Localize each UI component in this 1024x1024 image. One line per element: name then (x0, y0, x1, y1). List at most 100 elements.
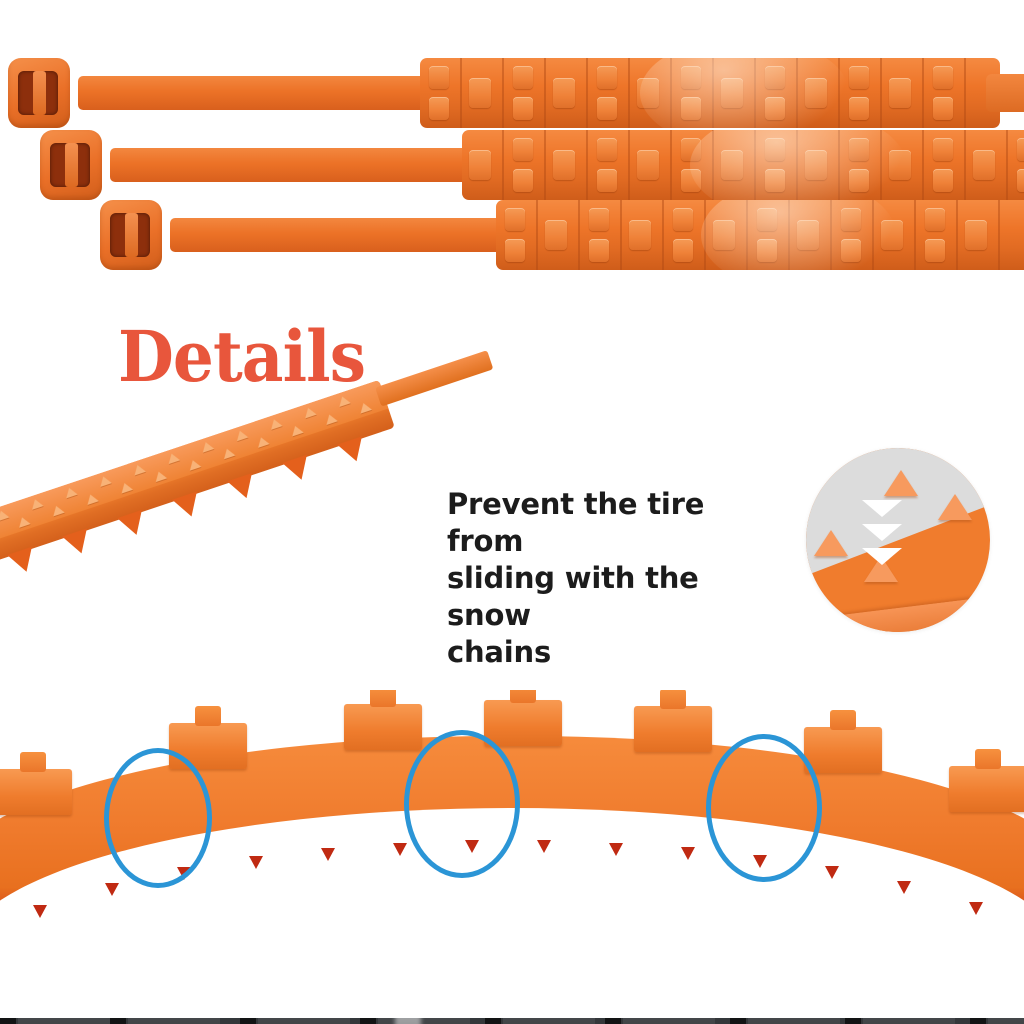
tread-seam (712, 58, 714, 128)
chain-tab (804, 710, 882, 774)
tread-pad (597, 66, 617, 89)
tread-pad (513, 66, 533, 89)
grip-tooth-icon (609, 842, 623, 856)
tread-pad (765, 138, 785, 161)
tread-pad (849, 66, 869, 89)
tread-pad (933, 169, 953, 192)
grip-tooth-icon (105, 882, 119, 896)
chain-tab-nub (510, 690, 536, 703)
caption-line: Prevent the tire from (447, 487, 705, 558)
tread-pad (1017, 138, 1024, 161)
stud-closeup-badge (806, 448, 990, 632)
tread-pad (597, 169, 617, 192)
tread-pad (637, 150, 659, 180)
buckle-bar (65, 143, 78, 187)
tread-seam (628, 58, 630, 128)
tread-pad (505, 208, 525, 231)
stud-cone-icon (938, 494, 972, 520)
tread-pad (849, 169, 869, 192)
caption-text: Prevent the tire from sliding with the s… (447, 486, 777, 671)
tread-seam (586, 58, 588, 128)
strap-tread-section (420, 58, 1000, 128)
chain-tab (344, 690, 422, 751)
tread-seam (1006, 130, 1008, 200)
snow-chain-strap (40, 130, 1024, 200)
tread-seam (922, 130, 924, 200)
details-heading: Details (118, 315, 366, 398)
tread-pad (765, 169, 785, 192)
chevron-down-icon (862, 548, 902, 565)
grip-teeth-highlight (104, 748, 212, 888)
strap-buckle (8, 58, 70, 128)
tread-seam (796, 130, 798, 200)
tread-seam (670, 130, 672, 200)
tread-pad (553, 78, 575, 108)
chain-tab (0, 752, 72, 816)
grip-teeth-highlight (706, 734, 822, 882)
tread-seam (914, 200, 916, 270)
tread-pad (637, 78, 659, 108)
tread-seam (754, 130, 756, 200)
grip-tooth-icon (249, 855, 263, 869)
tread-pad (681, 97, 701, 120)
tread-pad (589, 208, 609, 231)
tread-pad (713, 220, 735, 250)
snow-chain-strap (100, 200, 1024, 270)
strap-band (110, 148, 480, 182)
tread-pad (721, 150, 743, 180)
tread-pad (429, 66, 449, 89)
tread-seam (872, 200, 874, 270)
strap-tread-section (462, 130, 1024, 200)
tread-seam (544, 130, 546, 200)
tread-seam (746, 200, 748, 270)
chevron-down-icon (862, 524, 902, 541)
tread-seam (536, 200, 538, 270)
strap-tail (986, 74, 1024, 112)
tread-pad (469, 78, 491, 108)
tread-pad (841, 208, 861, 231)
strap-buckle (40, 130, 102, 200)
caption-line: chains (447, 635, 552, 669)
tread-seam (578, 200, 580, 270)
tread-seam (788, 200, 790, 270)
tread-pad (545, 220, 567, 250)
badge-lower-edge (806, 590, 990, 632)
tread-pad (805, 150, 827, 180)
tread-pad (513, 138, 533, 161)
tread-seam (838, 130, 840, 200)
tread-pad (1017, 169, 1024, 192)
tread-pad (721, 78, 743, 108)
tread-seam (502, 58, 504, 128)
tread-seam (620, 200, 622, 270)
tread-seam (670, 58, 672, 128)
chain-tab-nub (20, 752, 46, 773)
tread-pad (841, 239, 861, 262)
tread-seam (964, 58, 966, 128)
tread-pad (933, 97, 953, 120)
tread-pad (673, 239, 693, 262)
tread-seam (754, 58, 756, 128)
tread-pad (889, 150, 911, 180)
tread-pad (757, 208, 777, 231)
tread-seam (830, 200, 832, 270)
tread-seam (662, 200, 664, 270)
chain-tab-nub (830, 710, 856, 731)
strap-band (78, 76, 438, 110)
tread-pad (505, 239, 525, 262)
tread-seam (838, 58, 840, 128)
grip-tooth-icon (393, 842, 407, 856)
tread-pad (597, 138, 617, 161)
tread-seam (502, 130, 504, 200)
strap-tread-section (496, 200, 1024, 270)
grip-tooth-icon (321, 847, 335, 861)
chain-tab-nub (660, 690, 686, 709)
chain-tab-nub (370, 690, 396, 708)
chain-tab-nub (975, 748, 1001, 769)
tread-pad (429, 97, 449, 120)
chain-tab (484, 690, 562, 746)
tread-pad (973, 150, 995, 180)
tread-pad (589, 239, 609, 262)
tread-pad (513, 97, 533, 120)
tread-pad (933, 138, 953, 161)
